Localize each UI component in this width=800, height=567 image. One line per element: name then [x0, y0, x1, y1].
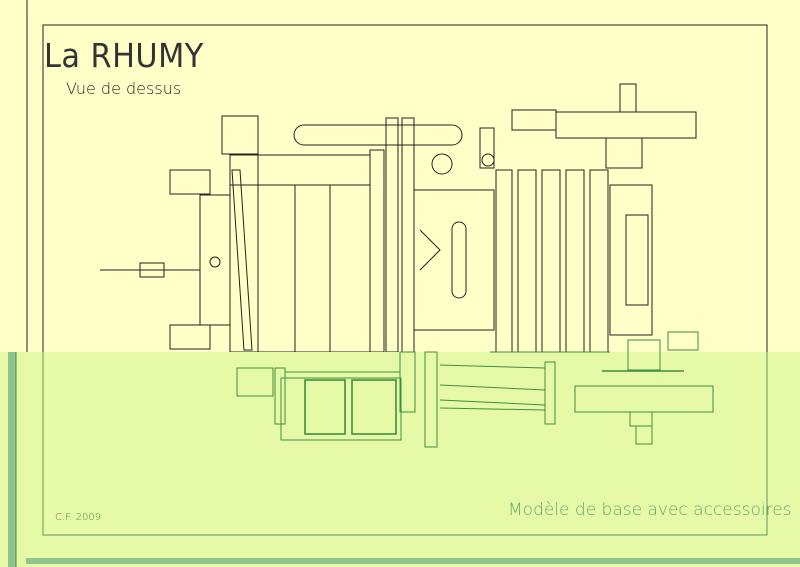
author-date: C.F. 2009 — [55, 512, 102, 523]
drawing-subtitle: Vue de dessus — [66, 79, 182, 98]
drawing-title: La RHUMY — [44, 36, 204, 75]
machine-lower-view — [236, 331, 714, 448]
drawing-caption: Modèle de base avec accessoires — [508, 500, 792, 520]
